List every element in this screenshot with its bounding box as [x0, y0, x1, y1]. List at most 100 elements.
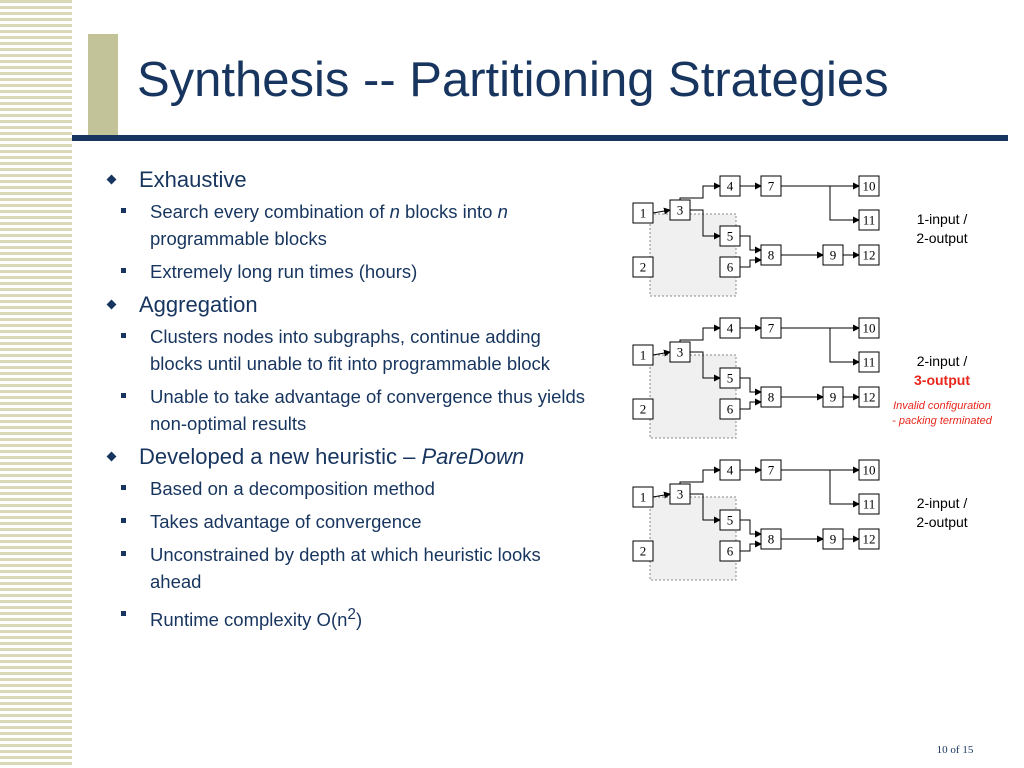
node-7: 7 — [760, 317, 782, 339]
square-bullet-icon — [121, 393, 126, 398]
edge-arrow — [781, 185, 860, 224]
node-9: 9 — [822, 244, 844, 266]
node-label: 4 — [727, 321, 734, 336]
node-label: 5 — [727, 229, 734, 244]
node-label: 2 — [640, 260, 647, 275]
node-label: 5 — [727, 371, 734, 386]
edge-arrow — [740, 377, 762, 396]
node-label: 12 — [863, 390, 876, 405]
node-10: 10 — [858, 317, 880, 339]
diamond-bullet-icon — [106, 299, 117, 310]
page-number: 10 of 15 — [936, 744, 974, 756]
edge-arrow — [740, 519, 762, 538]
node-label: 11 — [863, 497, 876, 512]
edge-arrow — [652, 491, 671, 499]
node-3: 3 — [669, 483, 691, 505]
node-label: 10 — [863, 321, 876, 336]
node-5: 5 — [719, 225, 741, 247]
sub-bullet: Takes advantage of convergence — [121, 508, 590, 535]
node-8: 8 — [760, 528, 782, 550]
node-3: 3 — [669, 341, 691, 363]
partition-region — [649, 354, 737, 439]
edge-arrow — [740, 256, 762, 268]
node-label: 4 — [727, 179, 734, 194]
node-9: 9 — [822, 528, 844, 550]
diamond-bullet-icon — [106, 174, 117, 185]
title-accent-bar — [88, 34, 118, 140]
sub-bullet: Clusters nodes into subgraphs, continue … — [121, 323, 590, 377]
node-8: 8 — [760, 244, 782, 266]
bullet-aggregation: Aggregation — [105, 291, 590, 319]
node-2: 2 — [632, 540, 654, 562]
node-label: 9 — [830, 390, 837, 405]
bullet-paredown: Developed a new heuristic – PareDown — [105, 443, 590, 471]
node-7: 7 — [760, 175, 782, 197]
edge-arrow — [740, 398, 762, 410]
node-label: 8 — [768, 248, 775, 263]
sub-bullet: Search every combination of n blocks int… — [121, 198, 590, 252]
caption-3: 2-input / 2-output — [916, 495, 968, 530]
bullet-text: Aggregation — [139, 292, 258, 317]
node-label: 6 — [727, 402, 734, 417]
node-1: 1 — [632, 202, 654, 224]
edge-arrow — [652, 207, 671, 215]
node-label: 3 — [677, 345, 684, 360]
node-6: 6 — [719, 256, 741, 278]
sub-list-aggregation: Clusters nodes into subgraphs, continue … — [105, 323, 590, 437]
node-label: 10 — [863, 463, 876, 478]
node-2: 2 — [632, 256, 654, 278]
title-underline — [72, 135, 1008, 141]
diagram-captions: 1-input / 2-output 2-input / 3-output In… — [872, 0, 1012, 768]
node-4: 4 — [719, 317, 741, 339]
node-1: 1 — [632, 486, 654, 508]
node-label: 3 — [677, 487, 684, 502]
node-9: 9 — [822, 386, 844, 408]
node-8: 8 — [760, 386, 782, 408]
node-label: 6 — [727, 260, 734, 275]
bullet-exhaustive: Exhaustive — [105, 166, 590, 194]
node-label: 11 — [863, 213, 876, 228]
diamond-bullet-icon — [106, 451, 117, 462]
caption-2: 2-input / 3-output — [914, 353, 970, 388]
node-label: 5 — [727, 513, 734, 528]
node-label: 6 — [727, 544, 734, 559]
node-12: 12 — [858, 528, 880, 550]
edge-arrow — [652, 349, 671, 357]
node-6: 6 — [719, 540, 741, 562]
edge-arrow — [679, 182, 721, 200]
node-1: 1 — [632, 344, 654, 366]
bullet-emphasis: PareDown — [421, 444, 525, 469]
sub-bullet: Unable to take advantage of convergence … — [121, 383, 590, 437]
sub-list-exhaustive: Search every combination of n blocks int… — [105, 198, 590, 285]
node-2: 2 — [632, 398, 654, 420]
edge-arrow — [690, 351, 721, 382]
node-label: 1 — [640, 490, 647, 505]
node-11: 11 — [858, 351, 880, 373]
bullet-text: Developed a new heuristic – — [139, 444, 422, 469]
node-label: 7 — [768, 321, 775, 336]
node-5: 5 — [719, 367, 741, 389]
square-bullet-icon — [121, 518, 126, 523]
square-bullet-icon — [121, 611, 126, 616]
edge-arrow — [690, 209, 721, 240]
left-stripe-decoration — [0, 0, 72, 768]
node-12: 12 — [858, 244, 880, 266]
edge-arrow — [781, 327, 860, 366]
node-10: 10 — [858, 175, 880, 197]
square-bullet-icon — [121, 268, 126, 273]
bullet-text: Exhaustive — [139, 167, 247, 192]
node-4: 4 — [719, 175, 741, 197]
edge-arrow — [740, 540, 762, 552]
node-7: 7 — [760, 459, 782, 481]
bullet-list: Exhaustive Search every combination of n… — [105, 166, 590, 639]
sub-bullet: Unconstrained by depth at which heuristi… — [121, 541, 590, 595]
node-label: 8 — [768, 390, 775, 405]
node-12: 12 — [858, 386, 880, 408]
node-label: 12 — [863, 248, 876, 263]
edge-arrow — [781, 469, 860, 508]
edge-arrow — [740, 235, 762, 254]
node-label: 7 — [768, 179, 775, 194]
sub-bullet: Extremely long run times (hours) — [121, 258, 590, 285]
